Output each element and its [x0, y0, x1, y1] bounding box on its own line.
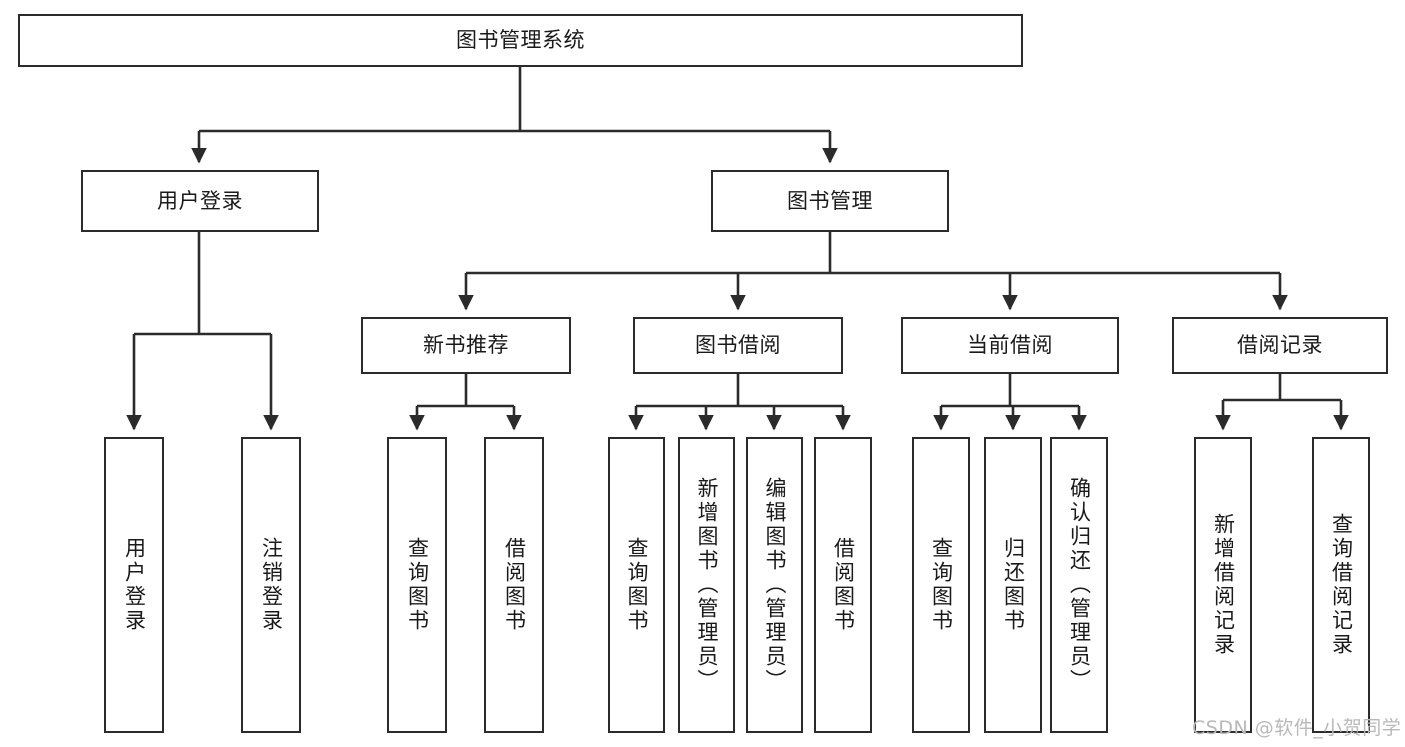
node-leaf-add-record[interactable]: 新增借阅记录	[1194, 437, 1252, 733]
node-leaf-return-book[interactable]: 归还图书	[984, 437, 1042, 733]
node-borrow-record-label: 借阅记录	[1237, 333, 1323, 358]
node-user-login-label: 用户登录	[157, 188, 243, 213]
node-leaf-query-book-cb[interactable]: 查询图书	[912, 437, 970, 733]
node-leaf-add-book[interactable]: 新增图书（管理员）	[678, 437, 735, 733]
node-new-book-rec-label: 新书推荐	[423, 333, 509, 358]
node-leaf-user-logout[interactable]: 注销登录	[241, 437, 301, 733]
node-leaf-query-book-br-label: 查询图书	[625, 537, 649, 633]
node-current-borrow-label: 当前借阅	[967, 333, 1053, 358]
node-leaf-query-book-br[interactable]: 查询图书	[608, 437, 665, 733]
node-leaf-user-login-label: 用户登录	[122, 537, 147, 633]
node-leaf-borrow-book-br[interactable]: 借阅图书	[814, 437, 872, 733]
node-leaf-query-book-rec[interactable]: 查询图书	[387, 437, 447, 733]
node-book-manage[interactable]: 图书管理	[711, 170, 949, 232]
node-leaf-borrow-book-rec[interactable]: 借阅图书	[484, 437, 544, 733]
node-leaf-add-book-label: 新增图书（管理员）	[695, 477, 719, 693]
node-leaf-query-book-cb-label: 查询图书	[929, 537, 954, 633]
node-borrow-record[interactable]: 借阅记录	[1172, 317, 1388, 374]
node-leaf-user-login[interactable]: 用户登录	[104, 437, 164, 733]
node-leaf-edit-book-label: 编辑图书（管理员）	[763, 477, 787, 693]
node-user-login[interactable]: 用户登录	[81, 170, 319, 232]
node-book-borrow[interactable]: 图书借阅	[633, 317, 843, 374]
node-root-label: 图书管理系统	[456, 28, 585, 53]
node-leaf-query-record-label: 查询借阅记录	[1329, 513, 1354, 657]
node-leaf-borrow-book-rec-label: 借阅图书	[502, 537, 527, 633]
node-book-borrow-label: 图书借阅	[695, 333, 781, 358]
node-current-borrow[interactable]: 当前借阅	[901, 317, 1119, 374]
node-leaf-query-book-rec-label: 查询图书	[405, 537, 430, 633]
node-leaf-user-logout-label: 注销登录	[259, 537, 284, 633]
node-book-manage-label: 图书管理	[787, 188, 873, 213]
node-leaf-borrow-book-br-label: 借阅图书	[831, 537, 856, 633]
node-leaf-query-record[interactable]: 查询借阅记录	[1312, 437, 1370, 733]
node-new-book-rec[interactable]: 新书推荐	[361, 317, 571, 374]
node-leaf-add-record-label: 新增借阅记录	[1211, 513, 1236, 657]
node-leaf-return-book-label: 归还图书	[1001, 537, 1026, 633]
node-leaf-edit-book[interactable]: 编辑图书（管理员）	[746, 437, 803, 733]
node-leaf-confirm-return-label: 确认归还（管理员）	[1067, 477, 1092, 693]
node-root[interactable]: 图书管理系统	[18, 14, 1023, 67]
node-leaf-confirm-return[interactable]: 确认归还（管理员）	[1050, 437, 1108, 733]
